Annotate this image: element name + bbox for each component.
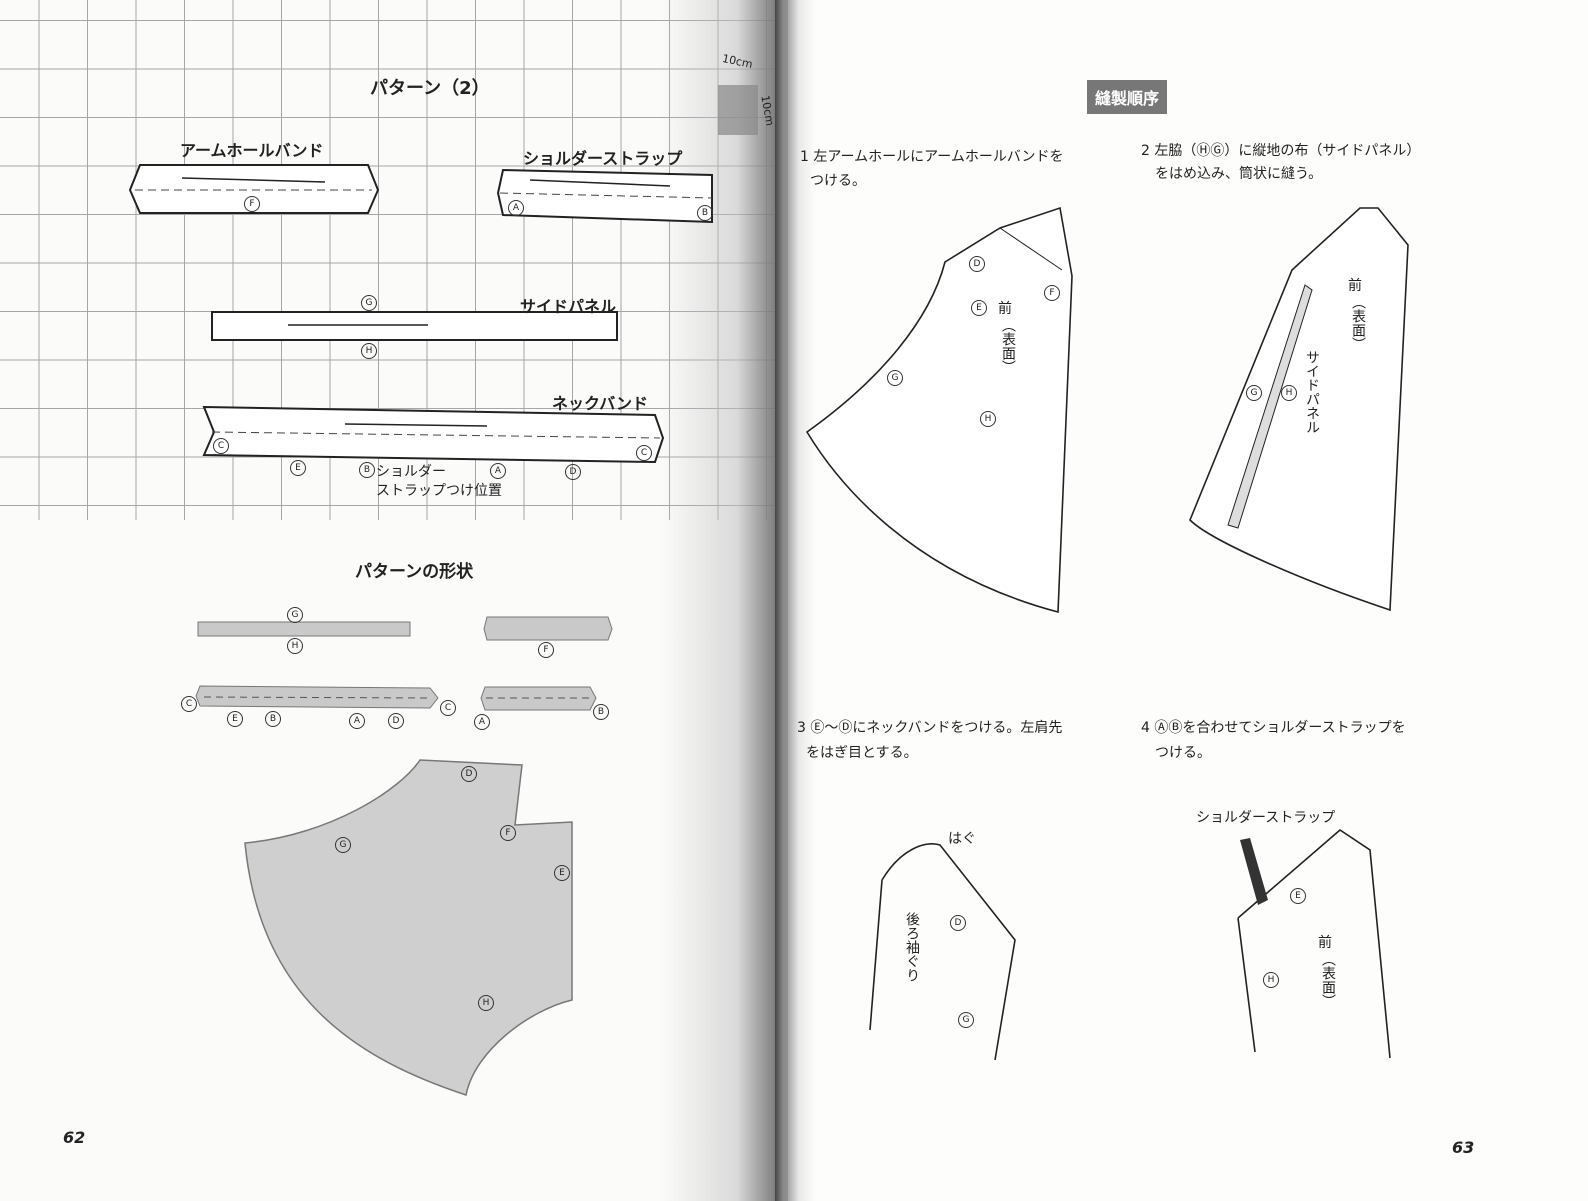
- marker-b: B: [697, 205, 713, 221]
- marker-f: F: [244, 196, 260, 212]
- step2-front-surface: （表面）: [1350, 295, 1366, 351]
- side-panel-label: サイドパネル: [520, 297, 617, 316]
- marker-d: D: [565, 464, 581, 480]
- marker-d: D: [388, 713, 404, 729]
- step4-front-label: 前: [1318, 935, 1332, 951]
- step2-front-label: 前: [1348, 278, 1362, 294]
- section-title: 縫製順序: [1087, 80, 1168, 114]
- step4-strap: [1240, 838, 1268, 905]
- shape-bodice-piece: [244, 759, 573, 1096]
- step4-front-surface: （表面）: [1320, 952, 1336, 1008]
- step1-front-surface: （表面）: [1000, 318, 1016, 374]
- marker-e: E: [554, 865, 570, 881]
- step1-sketch: [805, 206, 1073, 614]
- marker-e: E: [290, 460, 306, 476]
- marker-h: H: [478, 995, 494, 1011]
- marker-g: G: [887, 370, 903, 386]
- step1-line2: つける。: [810, 173, 866, 189]
- step2-side-panel-label: サイドパネル: [1304, 350, 1320, 434]
- armhole-band-label: アームホールバンド: [180, 141, 324, 160]
- marker-h: H: [1263, 972, 1279, 988]
- shape-side-panel: [197, 621, 411, 637]
- step3-sketch: [869, 843, 1016, 1061]
- marker-e: E: [971, 300, 987, 316]
- marker-a: A: [490, 463, 506, 479]
- neck-band-label: ネックバンド: [552, 394, 649, 413]
- marker-b: B: [265, 711, 281, 727]
- marker-h: H: [980, 411, 996, 427]
- shape-title: パターンの形状: [355, 562, 474, 582]
- marker-g: G: [361, 295, 377, 311]
- marker-d: D: [461, 766, 477, 782]
- marker-g: G: [958, 1012, 974, 1028]
- marker-a: A: [349, 713, 365, 729]
- marker-g: G: [287, 607, 303, 623]
- marker-d: D: [969, 256, 985, 272]
- marker-c: C: [636, 445, 652, 461]
- step1-band: [999, 227, 1063, 271]
- marker-h: H: [1281, 385, 1297, 401]
- step3-back-armhole-label: 後ろ袖ぐり: [904, 912, 920, 982]
- shape-neck-band-fold: [203, 696, 433, 699]
- step1-line1: 1 左アームホールにアームホールバンドを: [800, 149, 1064, 165]
- marker-b: B: [359, 462, 375, 478]
- marker-f: F: [1044, 285, 1060, 301]
- step2-side-panel: [1227, 284, 1313, 529]
- marker-b: B: [593, 704, 609, 720]
- shoulder-strap-fold: [499, 192, 713, 199]
- scale-square: [718, 85, 758, 135]
- marker-f: F: [538, 642, 554, 658]
- strap-position-line1: ショルダー: [376, 464, 446, 480]
- marker-d: D: [950, 915, 966, 931]
- marker-e: E: [227, 711, 243, 727]
- shape-armhole-band: [483, 616, 613, 641]
- step2-line2: をはめ込み、筒状に縫う。: [1155, 166, 1323, 182]
- neck-band-grain-arrow: [344, 423, 488, 427]
- step2-sketch: [1189, 207, 1409, 612]
- step3-hagu-label: はぐ: [948, 831, 976, 847]
- marker-c: C: [440, 700, 456, 716]
- step2-line1: 2 左脇（ⒽⒼ）に縦地の布（サイドパネル）: [1141, 143, 1421, 159]
- marker-g: G: [1246, 385, 1262, 401]
- neck-band-fold: [211, 431, 661, 439]
- pattern-title: パターン（2）: [370, 78, 490, 99]
- marker-h: H: [361, 343, 377, 359]
- shoulder-strap-piece: [496, 168, 713, 224]
- marker-e: E: [1290, 888, 1306, 904]
- step4-sketch: [1237, 828, 1391, 1059]
- step4-line2: つける。: [1155, 745, 1211, 761]
- strap-position-line2: ストラップつけ位置: [376, 483, 502, 499]
- marker-a: A: [508, 200, 524, 216]
- right-page: [782, 0, 1588, 1201]
- marker-f: F: [500, 825, 516, 841]
- step4-line1: 4 ⒶⒷを合わせてショルダーストラップを: [1141, 720, 1406, 736]
- step4-shoulder-strap-label: ショルダーストラップ: [1196, 810, 1336, 826]
- side-panel-piece: [211, 311, 618, 341]
- shoulder-strap-grain-arrow: [529, 179, 671, 187]
- marker-h: H: [287, 638, 303, 654]
- marker-a: A: [474, 714, 490, 730]
- step3-line1: 3 Ⓔ～Ⓓにネックバンドをつける。左肩先: [797, 720, 1063, 736]
- book-gutter-right-shadow: [775, 0, 815, 1201]
- armhole-band-piece: [128, 164, 380, 214]
- step1-front-label: 前: [998, 301, 1012, 317]
- shoulder-strap-label: ショルダーストラップ: [523, 149, 683, 168]
- armhole-band-grain-arrow: [181, 177, 326, 183]
- step3-line2: をはぎ目とする。: [806, 745, 918, 761]
- marker-c: C: [181, 696, 197, 712]
- marker-g: G: [335, 837, 351, 853]
- marker-c: C: [213, 438, 229, 454]
- right-page-number: 63: [1452, 1138, 1475, 1157]
- left-page-number: 62: [63, 1128, 86, 1147]
